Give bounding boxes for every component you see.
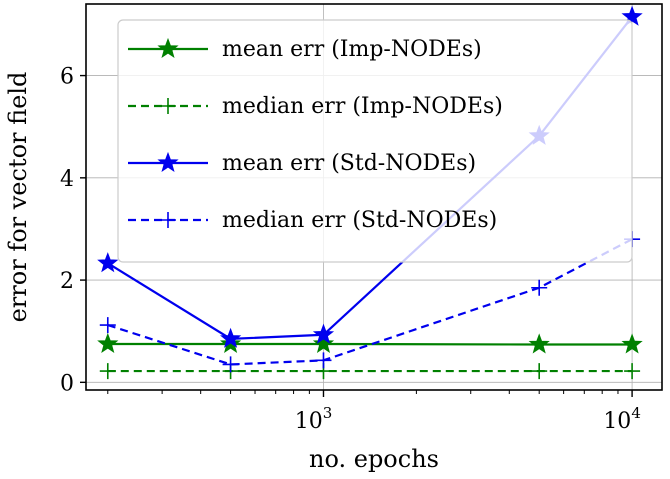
legend-label: median err (Imp-NODEs) [222,94,503,119]
data-point [97,332,119,354]
y-tick-label: 2 [60,269,74,294]
series-1 [97,332,643,354]
data-point [621,333,643,354]
data-point [312,332,335,354]
y-axis-label: error for vector field [4,72,32,323]
legend-marker [160,98,176,114]
data-point [621,5,643,26]
data-point [222,356,239,373]
data-point [99,317,116,334]
legend-label: mean err (Imp-NODEs) [222,37,482,62]
series-line [107,342,633,346]
legend-label: mean err (Std-NODEs) [222,151,476,176]
ticks: 0 2 4 6 103 104 [60,65,641,434]
data-point [97,252,119,273]
data-point [624,363,641,380]
legend-marker [160,212,176,228]
legend-marker [157,151,179,173]
series-4 [99,231,641,373]
series-2 [99,363,641,380]
x-tick-label: 103 [295,404,333,434]
data-point [219,327,242,348]
x-axis-label: no. epochs [309,445,439,473]
data-point [315,352,332,369]
y-tick-label: 4 [60,167,74,192]
data-point [531,279,548,296]
legend-label: median err (Std-NODEs) [222,208,497,233]
legend: mean err (Imp-NODEs) median err (Imp-NODE… [117,19,633,263]
y-tick-label: 0 [60,371,74,396]
y-tick-label: 6 [60,65,74,90]
data-point [312,323,335,344]
legend-marker [157,37,179,59]
data-point [528,333,550,354]
data-point [99,363,116,380]
data-point [531,363,548,380]
plot-frame [85,3,663,391]
x-tick-label: 104 [603,404,641,434]
legend-box [117,19,633,263]
